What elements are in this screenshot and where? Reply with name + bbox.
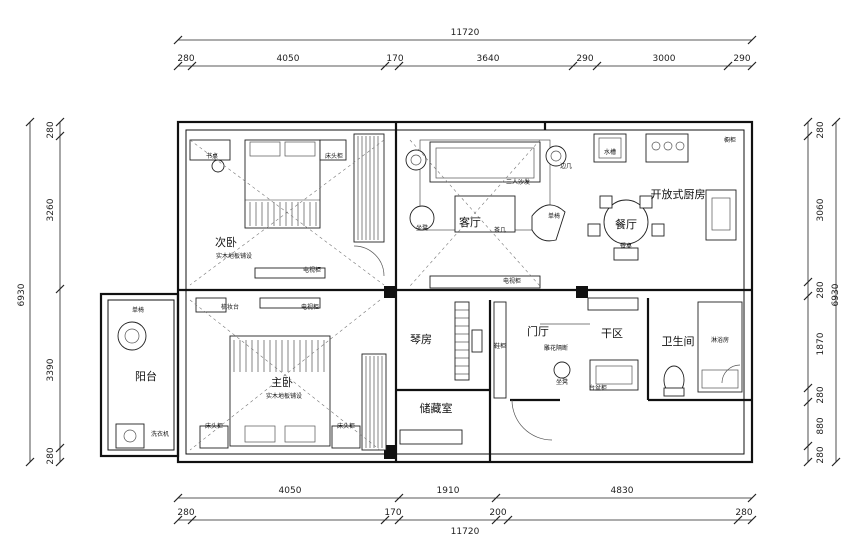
living-room-furniture <box>405 139 567 289</box>
top-dimension-chain: 11720 280 4050 170 3640 290 3000 290 <box>173 28 757 71</box>
sink-label: 水槽 <box>604 148 616 156</box>
top-dim-3640: 3640 <box>477 54 500 64</box>
left-dimension-chain: 6930 280 3260 3390 280 <box>17 117 65 467</box>
top-dim-3000: 3000 <box>653 54 676 64</box>
vanity-label: 台盆柜 <box>589 384 607 392</box>
balcony-armchair-label: 单椅 <box>132 306 144 314</box>
right-dim-280d: 280 <box>816 446 826 463</box>
right-dim-880: 880 <box>816 417 826 434</box>
bathroom-furniture <box>663 301 743 397</box>
right-total-dimension: 6930 <box>831 283 841 306</box>
top-dim-290a: 290 <box>576 54 593 64</box>
kitchen-dining-furniture <box>587 133 737 261</box>
left-dim-3390: 3390 <box>46 358 56 381</box>
top-dim-280: 280 <box>177 54 194 64</box>
foyer-furniture <box>511 297 639 441</box>
dry-area-label: 干区 <box>601 327 623 340</box>
second-bedroom-label: 次卧 <box>215 235 237 249</box>
second-bedroom-furniture <box>189 133 385 286</box>
bottom-dim-280a: 280 <box>177 508 194 518</box>
desk-label: 书桌 <box>206 152 218 160</box>
bottom-dimension-chain: 4050 1910 4830 280 170 200 280 11720 <box>173 486 757 537</box>
bottom-dim-4050: 4050 <box>279 486 302 496</box>
master-bedroom-label: 主卧 <box>271 376 293 389</box>
foyer-label: 门厅 <box>527 324 549 338</box>
nightstand-label: 床头柜 <box>325 152 343 160</box>
tv-cabinet-label: 电视柜 <box>301 303 319 311</box>
side-table-label: 边几 <box>560 162 572 170</box>
second-bedroom-floor-label: 实木地板铺设 <box>216 252 252 260</box>
furniture-labels: 书桌 床头柜 电视柜 梳妆台 电视柜 床头柜 床头柜 单椅 洗衣机 三人沙发 边… <box>132 136 736 438</box>
open-kitchen-label: 开放式厨房 <box>651 187 706 201</box>
bottom-dim-4830: 4830 <box>611 486 634 496</box>
columns <box>384 286 588 459</box>
bottom-dim-1910: 1910 <box>437 486 460 496</box>
wall-cabinet-label: 橱柜 <box>724 136 736 144</box>
footstool-label: 坐凳 <box>416 224 428 232</box>
right-dim-1870: 1870 <box>816 332 826 355</box>
dresser-label: 梳妆台 <box>221 303 239 311</box>
tv-cabinet-label: 电视柜 <box>303 266 321 274</box>
top-dim-290b: 290 <box>733 54 750 64</box>
coffee-table-label: 茶几 <box>494 226 506 234</box>
living-room-label: 客厅 <box>459 215 481 229</box>
top-dim-170: 170 <box>386 54 403 64</box>
sofa-label: 三人沙发 <box>506 178 530 186</box>
top-total-dimension: 11720 <box>451 28 480 38</box>
dining-label: 餐厅 <box>615 217 637 231</box>
bottom-dim-170: 170 <box>384 508 401 518</box>
bottom-total-dimension: 11720 <box>451 527 480 537</box>
partition-label: 雕花隔断 <box>544 344 568 352</box>
room-labels: 次卧 实木地板铺设 主卧 实木地板铺设 阳台 客厅 开放式厨房 餐厅 琴房 门厅… <box>135 187 706 415</box>
bottom-dim-280b: 280 <box>735 508 752 518</box>
right-dimension-chain: 280 3060 280 6930 1870 280 880 280 <box>803 117 841 467</box>
right-dim-280b: 280 <box>816 281 826 298</box>
piano-room-label: 琴房 <box>410 333 432 346</box>
nightstand-label: 床头柜 <box>205 422 223 430</box>
balcony-label: 阳台 <box>135 369 157 383</box>
stool-label: 坐凳 <box>556 378 568 386</box>
shower-label: 淋浴房 <box>711 336 729 344</box>
piano-room-furniture <box>399 301 507 445</box>
right-dim-3060: 3060 <box>816 198 826 221</box>
bathroom-label: 卫生间 <box>662 334 695 348</box>
left-total-dimension: 6930 <box>17 283 27 306</box>
master-bedroom-furniture <box>189 297 387 451</box>
top-dim-4050: 4050 <box>277 54 300 64</box>
armchair-label: 单椅 <box>548 212 560 220</box>
nightstand-label: 床头柜 <box>337 422 355 430</box>
left-dim-3260: 3260 <box>46 198 56 221</box>
tv-cabinet-label: 电视柜 <box>503 277 521 285</box>
dining-table-label: 餐桌 <box>620 242 632 250</box>
right-dim-280a: 280 <box>816 121 826 138</box>
shoe-cabinet-label: 鞋柜 <box>494 342 506 350</box>
storage-label: 储藏室 <box>420 401 453 415</box>
bottom-dim-200: 200 <box>489 508 506 518</box>
right-dim-280c: 280 <box>816 386 826 403</box>
left-dim-280a: 280 <box>46 121 56 138</box>
washer-label: 洗衣机 <box>151 430 169 438</box>
balcony-furniture <box>115 321 147 449</box>
left-dim-280b: 280 <box>46 447 56 464</box>
master-bedroom-floor-label: 实木地板铺设 <box>266 392 302 400</box>
